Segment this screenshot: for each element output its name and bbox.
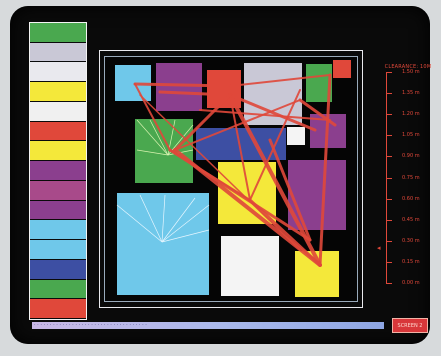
room-block[interactable]: [156, 63, 202, 111]
scale-label: 0.75 m: [402, 175, 420, 181]
scale-label: 0.15 m: [402, 259, 420, 265]
scale-label: 0.90 m: [402, 153, 420, 159]
scale-tick: [386, 135, 392, 136]
scale-tick: [386, 262, 392, 263]
scale-label: 0.00 m: [402, 280, 420, 286]
room-block[interactable]: [117, 193, 209, 295]
scale-label: 0.45 m: [402, 217, 420, 223]
scale-tick: [386, 283, 392, 284]
scale-label: 0.30 m: [402, 238, 420, 244]
room-block[interactable]: [333, 60, 351, 78]
scale-tick: [386, 199, 392, 200]
scale-tick: [386, 241, 392, 242]
scale-label: 1.20 m: [402, 111, 420, 117]
scale-marker-icon[interactable]: ◂: [377, 244, 381, 252]
scale-tick: [386, 156, 392, 157]
scale-tick: [386, 114, 392, 115]
scale-label: 1.05 m: [402, 132, 420, 138]
scale-label: 1.50 m: [402, 69, 420, 75]
scale-tick: [386, 72, 392, 73]
scale-tick: [386, 220, 392, 221]
room-block[interactable]: [221, 236, 279, 296]
scale-label: 1.35 m: [402, 90, 420, 96]
connection-line: [135, 84, 230, 86]
scale-tick: [386, 93, 392, 94]
screen-2-button[interactable]: SCREEN 2: [392, 318, 428, 333]
status-text: · · · · · · · · · · · · · · · · · · · · …: [34, 322, 147, 328]
scale-label: 0.60 m: [402, 196, 420, 202]
room-block[interactable]: [287, 127, 305, 145]
scale-tick: [386, 178, 392, 179]
